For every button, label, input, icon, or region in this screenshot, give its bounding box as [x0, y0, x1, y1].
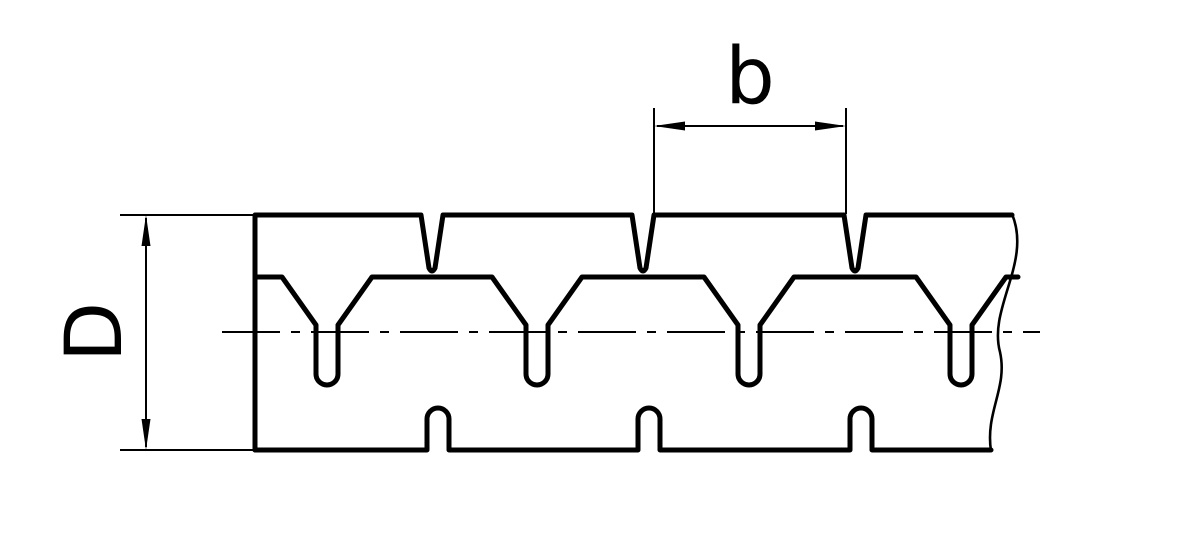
arrowhead-right-icon: [815, 121, 846, 131]
break-line: [988, 212, 1019, 453]
arrowhead-left-icon: [654, 121, 685, 131]
dimension-D: D: [50, 214, 256, 451]
dimension-b: b: [653, 32, 847, 214]
part-top-outline: [252, 212, 1015, 453]
dimension-b-label: b: [725, 32, 775, 122]
arrowhead-down-icon: [141, 419, 151, 450]
part-inner-profile: [252, 274, 1021, 388]
dimension-D-label: D: [50, 302, 140, 362]
arrowhead-up-icon: [141, 215, 151, 246]
part-bottom-edge: [252, 405, 994, 453]
